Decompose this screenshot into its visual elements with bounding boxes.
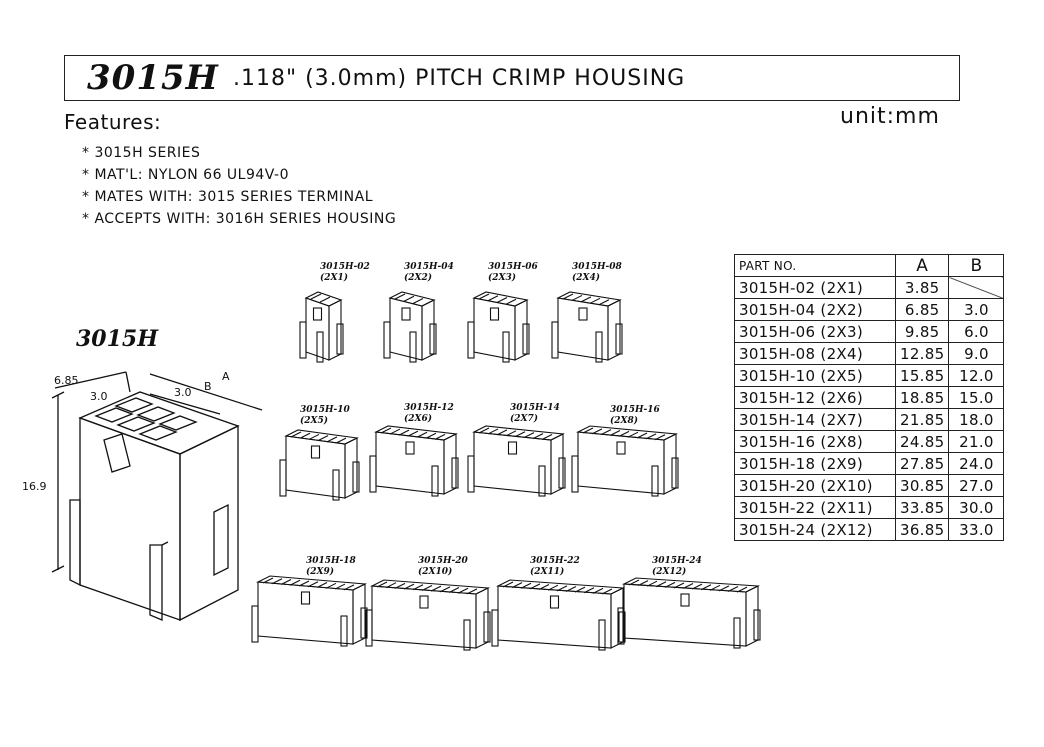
dim-pitch-label: 3.0	[174, 386, 192, 399]
product-label: 3015H-04 (2X2)	[404, 262, 454, 283]
housing-icon	[279, 429, 360, 501]
main-drawing-label: 3015H	[76, 326, 159, 352]
part-table: PART NO. A B 3015H-02 (2X1)3.85 3015H-04…	[734, 254, 1005, 541]
housing-icon	[251, 575, 368, 647]
housing-icon	[571, 425, 679, 497]
product-label: 3015H-16 (2X8)	[610, 405, 660, 426]
feature-item: 3015H SERIES	[82, 142, 396, 164]
housing-icon	[383, 291, 437, 363]
housing-icon	[369, 425, 459, 497]
housing-icon	[467, 291, 530, 363]
dim-a-label: A	[222, 370, 230, 383]
dim-pitch-label: 3.0	[90, 390, 108, 403]
table-header-row: PART NO. A B	[734, 254, 1005, 277]
product-label: 3015H-18 (2X9)	[306, 556, 356, 577]
housing-icon	[617, 577, 761, 649]
product-label: 3015H-20 (2X10)	[418, 556, 468, 577]
dim-b-label: B	[204, 380, 212, 393]
features-heading: Features:	[64, 110, 162, 134]
feature-item: MAT'L: NYLON 66 UL94V-0	[82, 164, 396, 186]
empty-cell	[948, 276, 1005, 299]
product-label: 3015H-12 (2X6)	[404, 403, 454, 424]
product-label: 3015H-14 (2X7)	[510, 403, 560, 424]
product-label: 3015H-10 (2X5)	[300, 405, 350, 426]
housing-icon	[365, 579, 491, 651]
housing-icon	[491, 579, 626, 651]
title-box: 3015H .118" (3.0mm) PITCH CRIMP HOUSING	[64, 55, 960, 101]
feature-item: MATES WITH: 3015 SERIES TERMINAL	[82, 186, 396, 208]
housing-icon	[467, 425, 566, 497]
features-list: 3015H SERIES MAT'L: NYLON 66 UL94V-0 MAT…	[82, 142, 396, 230]
product-label: 3015H-08 (2X4)	[572, 262, 622, 283]
dim-height-label: 16.9	[22, 480, 47, 493]
product-label: 3015H-24 (2X12)	[652, 556, 702, 577]
unit-label: unit:mm	[840, 104, 940, 129]
housing-icon	[299, 291, 344, 363]
header-part-no: PART NO.	[734, 254, 896, 277]
product-label: 3015H-02 (2X1)	[320, 262, 370, 283]
header-b: B	[948, 254, 1005, 277]
title-subtitle: .118" (3.0mm) PITCH CRIMP HOUSING	[233, 66, 686, 91]
feature-item: ACCEPTS WITH: 3016H SERIES HOUSING	[82, 208, 396, 230]
product-label: 3015H-22 (2X11)	[530, 556, 580, 577]
table-row: 3015H-02 (2X1)3.85	[734, 276, 1005, 299]
product-label: 3015H-06 (2X3)	[488, 262, 538, 283]
header-a: A	[894, 254, 950, 277]
title-part-number: 3015H	[87, 58, 219, 98]
housing-icon	[551, 291, 623, 363]
